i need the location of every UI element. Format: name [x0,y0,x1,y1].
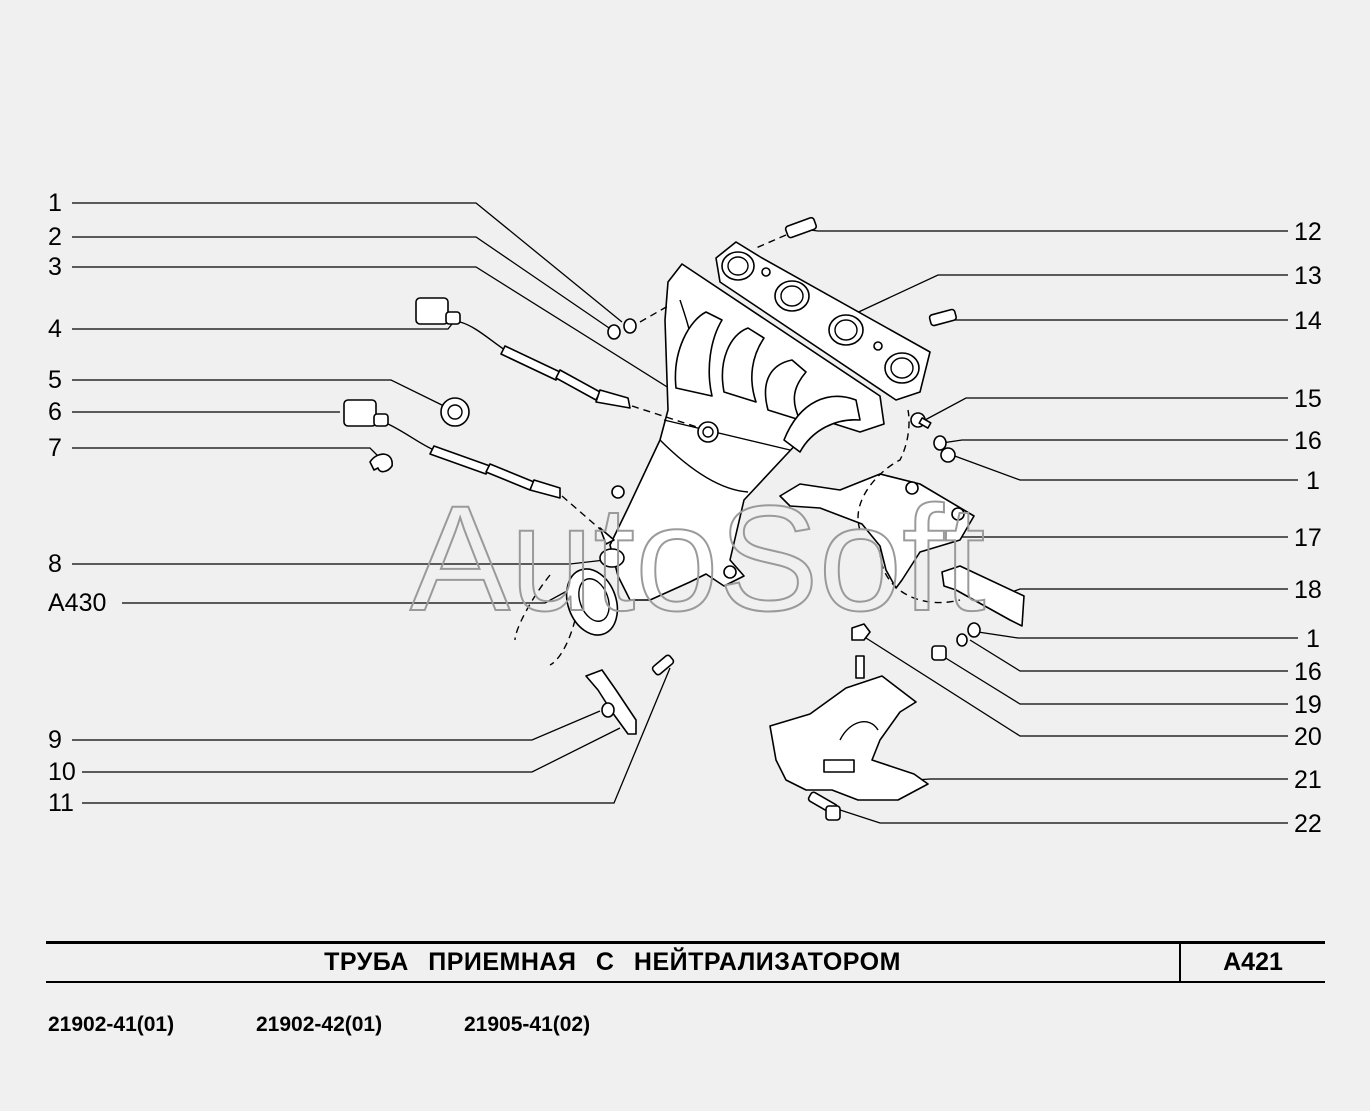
callout-left-A430: A430 [48,589,106,617]
callout-right-1a: 1 [1306,467,1320,495]
callout-right-16a: 16 [1294,427,1322,455]
callout-left-2: 2 [48,223,62,251]
left-leader-lines [72,202,673,804]
callout-left-8: 8 [48,550,62,578]
callout-right-16b: 16 [1294,658,1322,686]
oxygen-sensor-4 [415,297,701,429]
title-bar: ТРУБА ПРИЕМНАЯ С НЕЙТРАЛИЗАТОРОМ A421 [46,941,1325,983]
watermark: AutoSoft [410,474,985,642]
callout-right-21: 21 [1294,766,1322,794]
callout-right-20: 20 [1294,723,1322,751]
right-callouts: 12 13 14 15 16 1 17 18 1 16 19 20 21 22 [1294,218,1322,838]
gasket-13 [715,241,931,401]
washer-1-nut-2 [607,305,669,340]
model-code-3: 21905-41(02) [464,1013,591,1036]
manifold-catalyst-3 [599,263,885,601]
washer-1-washer-16-bolt-19 [931,622,981,661]
left-callouts: 1 2 3 4 5 6 7 8 A430 9 10 11 [48,189,106,817]
callout-right-22: 22 [1294,810,1322,838]
bracket-9-10-stud-11 [585,654,675,735]
callout-left-11: 11 [48,789,74,817]
callout-right-18: 18 [1294,576,1322,604]
callout-right-17: 17 [1294,524,1322,552]
bracket-18 [941,565,1025,627]
oxygen-sensor-6 [343,399,615,545]
title-divider [1179,941,1181,983]
lower-shield-21 [769,655,929,801]
page-title: ТРУБА ПРИЕМНАЯ С НЕЙТРАЛИЗАТОРОМ [324,948,901,976]
callout-left-4: 4 [48,315,62,343]
callout-right-14: 14 [1294,307,1322,335]
callout-right-12: 12 [1294,218,1322,246]
bolt-22 [807,791,841,821]
nut-20 [851,623,871,641]
callout-left-9: 9 [48,726,62,754]
callout-left-10: 10 [48,758,76,786]
stud-12 [755,216,818,249]
callout-left-7: 7 [48,434,62,462]
ref-pipe-A430 [514,574,576,666]
callout-left-3: 3 [48,253,62,281]
diagram-code: A421 [1223,948,1283,976]
callout-right-15: 15 [1294,385,1322,413]
gasket-8 [565,568,619,636]
model-code-1: 21902-41(01) [48,1013,175,1036]
callout-left-6: 6 [48,398,62,426]
callout-right-1b: 1 [1306,625,1320,653]
bolt-15-washer-16-washer-1 [910,412,956,463]
callout-right-19: 19 [1294,691,1322,719]
heat-shield-17 [779,409,975,604]
callout-left-5: 5 [48,366,62,394]
part-drawings [343,216,1025,821]
clip-7 [369,453,393,473]
model-code-2: 21902-42(01) [256,1013,383,1036]
callout-left-1: 1 [48,189,62,217]
callout-right-13: 13 [1294,262,1322,290]
stud-14 [928,308,957,327]
nut-5 [440,397,470,427]
